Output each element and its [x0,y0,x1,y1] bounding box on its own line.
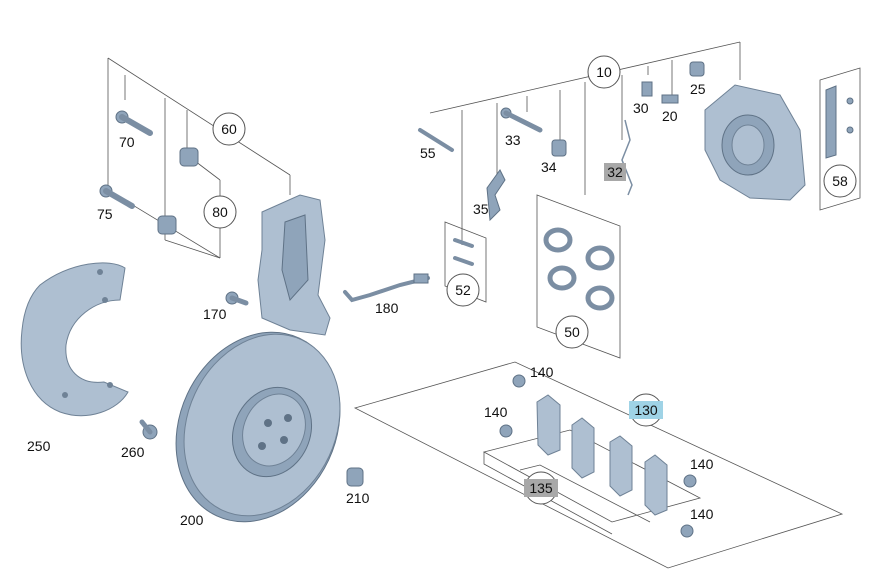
label-30: 30 [633,100,649,116]
svg-text:58: 58 [832,173,848,189]
callout-80: 80 [203,195,237,229]
label-55: 55 [420,145,436,161]
pin-55 [418,128,454,152]
svg-text:52: 52 [455,282,471,298]
svg-text:32: 32 [607,164,623,180]
leader-lines-10 [429,41,741,245]
label-260: 260 [121,444,145,460]
wear-sensor-180 [343,273,430,303]
spring-32 [621,119,633,196]
label-140-a: 140 [530,364,554,380]
callout-130: 130 [629,393,663,427]
label-180: 180 [375,300,399,316]
svg-text:50: 50 [564,324,580,340]
callout-60: 60 [212,112,246,146]
cap-210 [346,467,364,487]
bleeder-30 [641,81,653,97]
cap-34 [551,139,567,157]
seals-50 [543,227,615,311]
clip-58 [825,85,854,159]
label-20: 20 [662,108,678,124]
label-170: 170 [203,306,227,322]
label-35: 35 [473,201,489,217]
callout-50: 50 [555,315,589,349]
label-140-c: 140 [690,456,714,472]
svg-text:80: 80 [212,204,228,220]
nut-80-lower [157,215,177,235]
svg-text:60: 60 [221,121,237,137]
nut-80-upper [179,147,199,167]
label-25: 25 [690,81,706,97]
callout-32: 32 [604,163,626,181]
bolt-70 [115,110,153,136]
caliper-carrier [257,194,331,336]
label-140-b: 140 [484,404,508,420]
label-200: 200 [180,512,204,528]
brake-disc-200 [175,331,341,523]
bleeder-20 [661,94,679,104]
svg-text:10: 10 [596,64,612,80]
guide-bolts-52 [453,238,474,266]
backing-plate-250 [20,262,129,416]
bolts-140 [499,374,697,538]
steering-knuckle [704,84,806,201]
label-34: 34 [541,159,557,175]
brake-pads-130 [536,394,668,516]
label-70: 70 [119,134,135,150]
label-210: 210 [346,490,370,506]
callout-10: 10 [587,55,621,89]
label-33: 33 [505,132,521,148]
label-250: 250 [27,438,51,454]
label-75: 75 [97,206,113,222]
bolt-75 [99,184,135,209]
callout-58: 58 [823,164,857,198]
bolt-170 [225,291,249,306]
bolt-260 [139,419,158,440]
bolt-33 [500,107,543,133]
svg-text:130: 130 [634,402,658,418]
cap-25 [689,61,705,77]
clip-35 [486,169,506,222]
label-140-d: 140 [690,506,714,522]
svg-text:135: 135 [529,480,553,496]
callout-135: 135 [524,471,558,505]
callout-52: 52 [446,273,480,307]
